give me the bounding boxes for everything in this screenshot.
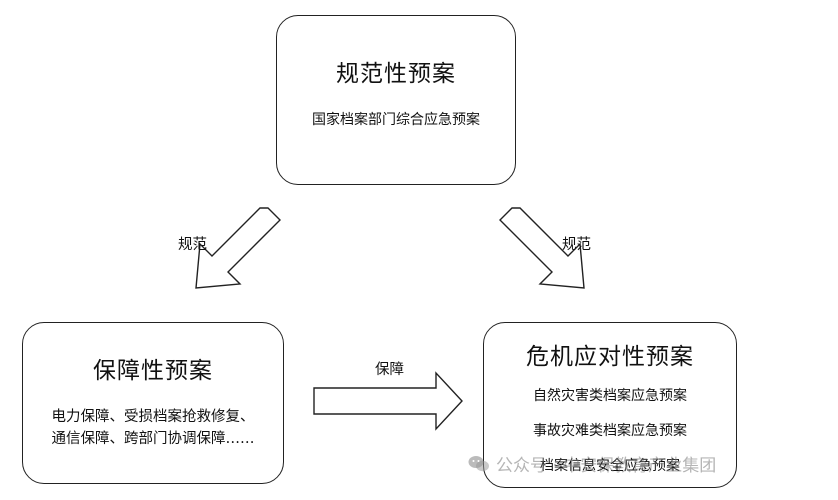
arrow-label-left: 规范 [178,237,207,253]
crisis-plan-box: 危机应对性预案 自然灾害类档案应急预案 事故灾难类档案应急预案 档案信息安全应急… [483,322,737,488]
support-plan-line-2: 通信保障、跨部门协调保障…… [51,431,255,447]
support-plan-box: 保障性预案 电力保障、受损档案抢救修复、 通信保障、跨部门协调保障…… [22,322,284,484]
crisis-plan-line-3: 档案信息安全应急预案 [540,458,680,474]
watermark-text: 公众号 · 中安保教育产业集团 [496,456,717,476]
wechat-icon [468,455,489,471]
arrow-down-left [195,207,281,289]
normative-plan-box: 规范性预案 国家档案部门综合应急预案 [276,15,516,185]
crisis-plan-title: 危机应对性预案 [526,344,694,370]
arrow-down-right [499,207,585,289]
arrow-label-middle: 保障 [375,362,404,378]
watermark: 公众号 · 中安保教育产业集团 [468,451,716,476]
support-plan-line-1: 电力保障、受损档案抢救修复、 [51,409,255,425]
crisis-plan-line-1: 自然灾害类档案应急预案 [533,388,687,404]
arrow-label-right: 规范 [562,237,591,253]
normative-plan-subtitle: 国家档案部门综合应急预案 [312,112,480,128]
support-plan-title: 保障性预案 [93,358,213,384]
crisis-plan-line-2: 事故灾难类档案应急预案 [533,423,687,439]
arrow-right [313,371,463,431]
normative-plan-title: 规范性预案 [336,61,456,87]
